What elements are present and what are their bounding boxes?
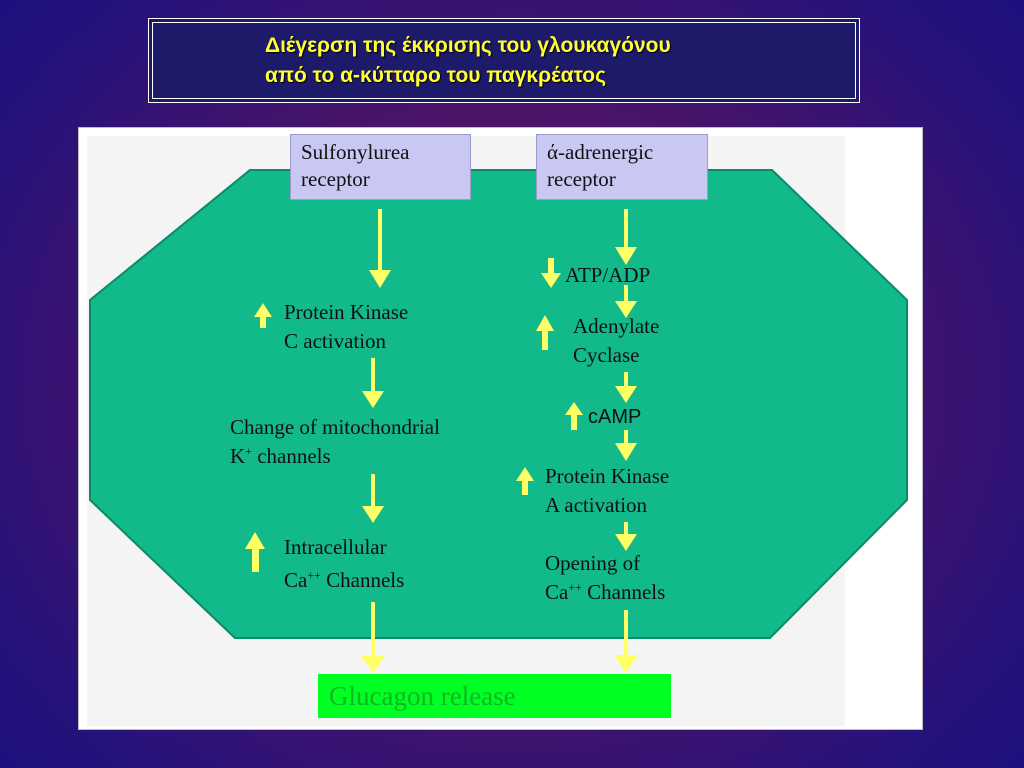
up-arrow-icon — [516, 467, 534, 495]
arrowhead-adenylate-camp — [615, 386, 637, 403]
connector-ca-release — [371, 602, 375, 662]
ca-line2-sup: ++ — [307, 568, 321, 582]
adrenergic-receptor-line1: ά-adrenergic — [547, 140, 654, 164]
glucagon-release-box: Glucagon release — [318, 674, 671, 718]
pkc-line2: C activation — [284, 329, 387, 353]
arrowhead-camp-pka — [615, 443, 637, 461]
pkc-line1: Protein Kinase — [284, 300, 409, 324]
pka-line2: A activation — [545, 493, 648, 517]
connector-camp-pka — [624, 430, 628, 446]
slide-title-line1: Διέγερση της έκκρισης του γλουκαγόνου — [265, 34, 671, 57]
opening-line2-prefix: Ca — [545, 580, 569, 604]
sulfonylurea-receptor-line2: receptor — [301, 167, 370, 191]
pka-line1: Protein Kinase — [545, 464, 670, 488]
pka-activation-label: Protein Kinase A activation — [545, 462, 669, 520]
sulfonylurea-receptor-line1: Sulfonylurea — [301, 140, 410, 164]
slide-title-line2: από το α-κύτταρο του παγκρέατος — [265, 64, 607, 87]
opening-line2-suffix: Channels — [581, 580, 666, 604]
mitochondrial-k-channels-label: Change of mitochondrial K+ channels — [230, 413, 440, 471]
opening-line2-sup: ++ — [568, 580, 582, 594]
adenylate-line2: Cyclase — [573, 343, 640, 367]
connector-adrenergic-atp — [624, 209, 628, 254]
arrowhead-ca-release — [361, 656, 385, 673]
opening-line2: Ca++ Channels — [545, 578, 665, 607]
up-arrow-icon — [254, 303, 272, 328]
connector-pka-opening — [624, 522, 628, 538]
opening-ca-channels-label: Opening of Ca++ Channels — [545, 549, 665, 607]
mito-line2-prefix: K — [230, 444, 246, 468]
atp-adp-label: ATP/ADP — [565, 263, 651, 287]
up-arrow-icon — [536, 315, 554, 350]
connector-pkc-mito — [371, 358, 375, 398]
camp-label: cAMP — [588, 406, 642, 428]
adrenergic-receptor-line2: receptor — [547, 167, 616, 191]
opening-line1: Opening of — [545, 551, 641, 575]
connector-atp-adenylate — [624, 285, 628, 307]
connector-adenylate-camp — [624, 372, 628, 390]
pkc-activation-label: Protein Kinase C activation — [284, 298, 408, 356]
ca-line2-prefix: Ca — [284, 568, 308, 592]
mito-line2-sup: + — [245, 444, 252, 458]
adenylate-cyclase-label: Adenylate Cyclase — [573, 312, 659, 370]
intracellular-ca-channels-label: Intracellular Ca++ Channels — [284, 531, 404, 597]
arrowhead-pka-opening — [615, 534, 637, 551]
adrenergic-receptor: ά-adrenergic receptor — [536, 134, 708, 200]
connector-sulfonylurea-pkc — [378, 209, 382, 279]
ca-line1: Intracellular — [284, 535, 387, 559]
connector-mito-ca — [371, 474, 375, 514]
arrowhead-mito-ca — [362, 506, 384, 523]
up-arrow-icon — [245, 532, 265, 572]
up-arrow-icon — [565, 402, 583, 430]
mito-line1: Change of mitochondrial — [230, 415, 440, 439]
down-arrow-icon — [541, 258, 561, 288]
arrowhead-atp-adenylate — [615, 301, 637, 318]
ca-line2-suffix: Channels — [320, 568, 405, 592]
arrowhead-sulfonylurea-pkc — [369, 270, 391, 288]
alpha-cell-shape — [89, 169, 908, 639]
connector-opening-release — [624, 610, 628, 660]
adenylate-line1: Adenylate — [573, 314, 660, 338]
arrowhead-adrenergic-atp — [615, 247, 637, 265]
sulfonylurea-receptor: Sulfonylurea receptor — [290, 134, 471, 200]
arrowhead-pkc-mito — [362, 391, 384, 408]
ca-line2: Ca++ Channels — [284, 564, 404, 597]
title-box: Διέγερση της έκκρισης του γλουκαγόνου απ… — [148, 18, 860, 103]
mito-line2-suffix: channels — [251, 444, 331, 468]
mito-line2: K+ channels — [230, 442, 440, 471]
arrowhead-opening-release — [614, 655, 638, 673]
